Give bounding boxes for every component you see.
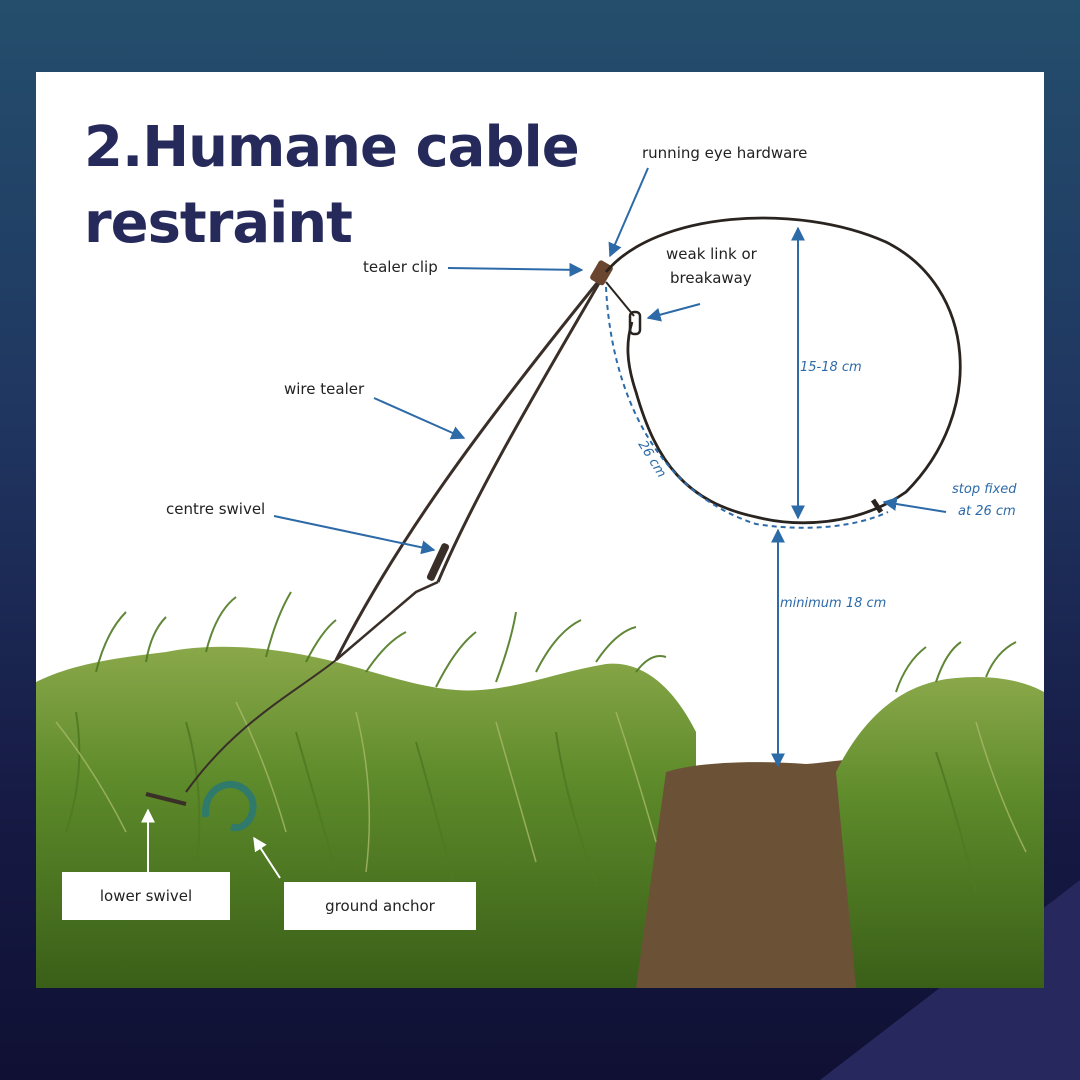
wire-tealer-label: wire tealer (284, 380, 365, 398)
title-line-2: restraint (84, 191, 353, 256)
wire-tealer-strand-2 (436, 277, 604, 583)
ground-anchor-arrow (253, 836, 281, 879)
ground-anchor-label: ground anchor (325, 897, 435, 915)
title-line-1: 2.Humane cable (84, 115, 580, 180)
diagram-panel: 26 cm 2.Humane cable restraint running e… (36, 72, 1044, 988)
cable-loop (604, 216, 962, 525)
tealer-clip-arrow (447, 262, 584, 277)
ground-clearance-label: minimum 18 cm (780, 596, 887, 611)
weak-link-arrow (646, 303, 701, 322)
grass-ground (36, 646, 696, 988)
centre-swivel-label: centre swivel (166, 500, 266, 518)
tealer-clip (590, 260, 613, 286)
stop-label-line-2: at 26 cm (958, 504, 1016, 519)
lower-swivel (145, 792, 187, 806)
lower-swivel-box: lower swivel (62, 872, 230, 920)
stop-marker (870, 498, 884, 514)
running-eye-arrow (608, 167, 649, 258)
wire-tealer-arrow (373, 397, 466, 440)
running-eye-label: running eye hardware (642, 144, 808, 162)
grass-blades (65, 591, 1017, 893)
page-title: 2.Humane cable restraint (84, 110, 580, 262)
wire-tealer-strand-1 (334, 271, 608, 661)
loop-height-label: 15-18 cm (800, 360, 862, 375)
ground-anchor (202, 781, 257, 832)
weak-link-label-line-2: breakaway (670, 269, 752, 287)
tealer-clip-label: tealer clip (363, 258, 438, 276)
centre-swivel-arrow (273, 515, 436, 555)
grass-right (836, 676, 1044, 988)
circumference-dashed (605, 286, 889, 529)
lower-swivel-label: lower swivel (99, 887, 193, 905)
centre-swivel (426, 543, 450, 581)
weak-link-label-line-1: weak link or (666, 245, 757, 263)
stop-arrow (882, 497, 947, 513)
ground-anchor-box: ground anchor (284, 882, 476, 930)
stop-label-line-1: stop fixed (952, 482, 1017, 497)
weak-link (628, 310, 642, 336)
